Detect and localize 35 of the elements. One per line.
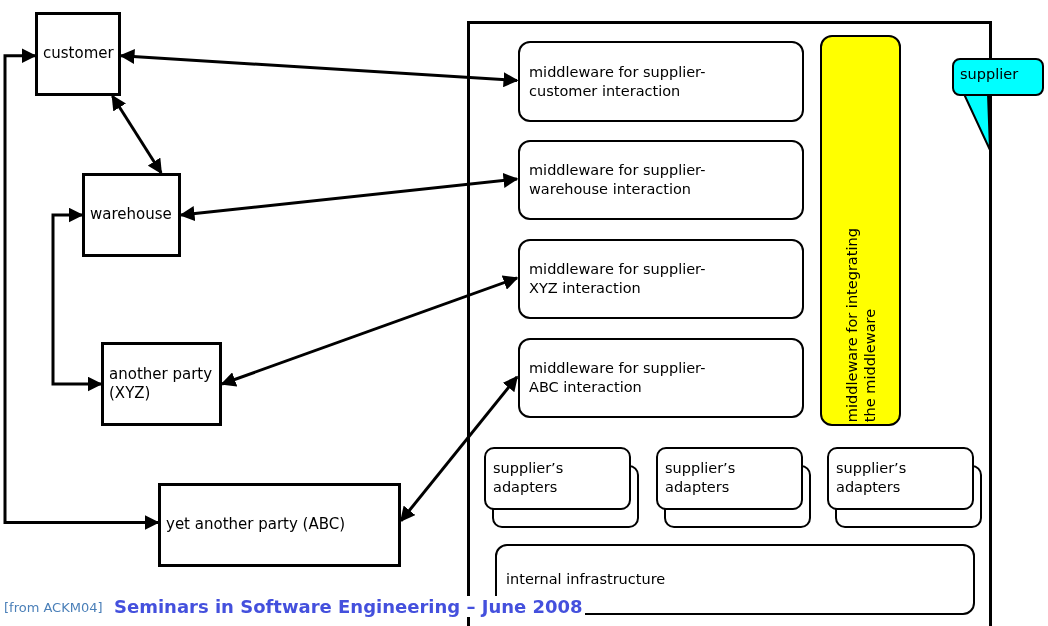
middleware-box bbox=[518, 338, 804, 418]
arrow bbox=[179, 173, 519, 221]
arrow bbox=[111, 94, 163, 175]
node-label: middleware for supplier-XYZ interaction bbox=[529, 260, 707, 298]
citation: [from ACKM04] bbox=[4, 600, 103, 615]
integration-bar bbox=[820, 35, 901, 426]
party-box bbox=[101, 342, 222, 426]
arrow bbox=[3, 48, 160, 530]
party-box bbox=[35, 12, 121, 96]
node-label: internal infrastructure bbox=[506, 570, 667, 589]
node-label: warehouse bbox=[90, 205, 173, 225]
rotated-label: middleware for integrating the middleware bbox=[842, 227, 879, 423]
node-label: middleware for supplier-warehouse interaction bbox=[529, 161, 707, 199]
adapter-stack bbox=[484, 447, 639, 529]
middleware-box bbox=[518, 41, 804, 122]
node-label: supplier’s adapters bbox=[493, 459, 565, 497]
node-label: customer bbox=[43, 44, 114, 64]
node-label: another party (XYZ) bbox=[109, 364, 214, 404]
party-box bbox=[158, 483, 401, 567]
node-label: middleware for supplier-ABC interaction bbox=[529, 359, 707, 397]
footer-title: Seminars in Software Engineering – June 2008 bbox=[112, 596, 585, 617]
adapter-stack bbox=[827, 447, 982, 529]
arrow bbox=[51, 207, 103, 392]
arrow bbox=[220, 275, 519, 387]
node-label: supplier’s adapters bbox=[665, 459, 737, 497]
middleware-box bbox=[518, 140, 804, 220]
node-label: supplier bbox=[960, 65, 1020, 84]
party-box bbox=[82, 173, 181, 257]
arrow bbox=[399, 375, 519, 522]
arrow bbox=[119, 49, 519, 88]
node-label: supplier’s adapters bbox=[836, 459, 908, 497]
node-label: middleware for supplier-customer interaction bbox=[529, 62, 707, 101]
middleware-box bbox=[518, 239, 804, 319]
adapter-stack bbox=[656, 447, 811, 529]
node-label: yet another party (ABC) bbox=[166, 515, 347, 535]
